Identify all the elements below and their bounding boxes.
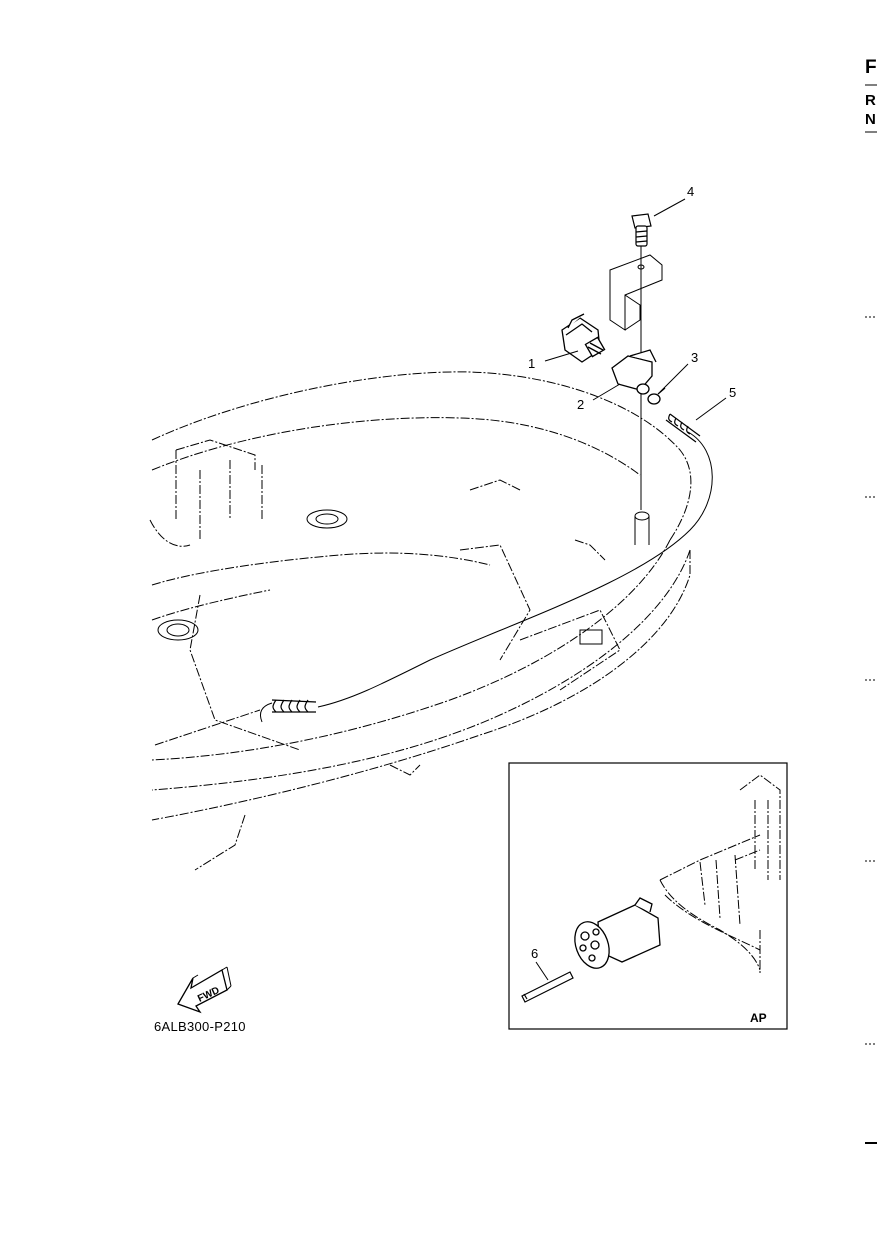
inset-label: AP [750,1011,767,1025]
edge-letter-n: N [865,111,876,128]
leader-lines [544,198,727,421]
part-label-4: 4 [687,184,694,199]
fwd-arrow-icon: FWD [177,966,232,1014]
part-label-6: 6 [531,946,538,961]
clip-part-3 [647,387,666,405]
part-label-3: 3 [691,350,698,365]
bottom-cowling [149,371,692,871]
part-label-2: 2 [577,397,584,412]
leader-line-6 [535,961,549,981]
part-label-5: 5 [729,385,736,400]
part-label-1: 1 [528,356,535,371]
page-edge-marks [865,84,877,1144]
bolt-part-4 [631,213,652,247]
mounting-stud [634,511,650,545]
bracket [609,254,663,331]
hose-part-5 [259,413,713,723]
edge-letter-r: R [865,92,876,109]
holder-part-2 [611,349,657,395]
figure-code: 6ALB300-P210 [154,1019,246,1034]
inset-detail: 6 AP [508,762,788,1030]
sensor-part-1 [561,313,606,363]
edge-letter-f: F [865,57,877,78]
cowling-bosses [157,509,603,645]
